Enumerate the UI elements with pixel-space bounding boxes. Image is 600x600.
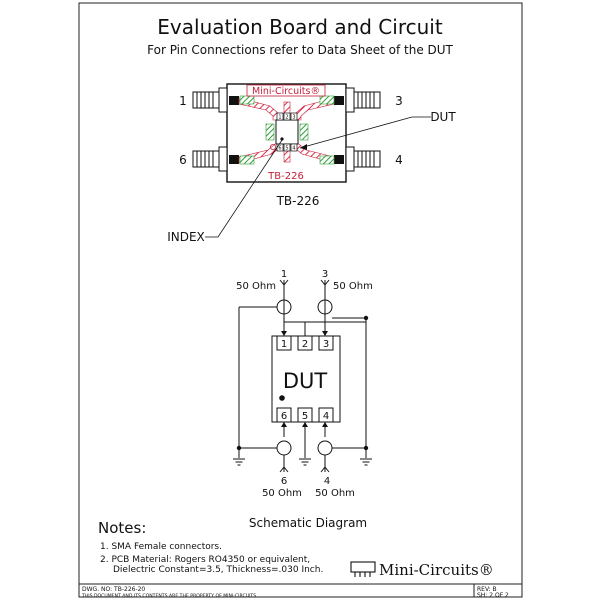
sch-index-dot: [279, 395, 285, 401]
board-pin-label: 6: [278, 146, 281, 152]
sch-pin-label: 5: [302, 411, 308, 422]
dut-leader-line: [299, 116, 431, 149]
sch-pin-label: 2: [302, 339, 308, 350]
sch-port-4-arrow: [320, 466, 330, 473]
note-item: 2. PCB Material: Rogers RO4350 or equiva…: [100, 555, 310, 565]
sch-arrow: [281, 331, 287, 336]
sch-pin-label: 1: [281, 339, 287, 350]
mount-pad: [229, 96, 239, 105]
sch-pin-label: 4: [323, 411, 329, 422]
property-notice: THIS DOCUMENT AND ITS CONTENTS ARE THE P…: [81, 593, 258, 599]
sch-pin-1: [276, 335, 292, 351]
board-port-6: 6: [179, 153, 187, 167]
sheet-border: [78, 2, 523, 598]
sma-connector-3: [345, 87, 381, 113]
sch-pin-3: [318, 335, 334, 351]
sch-port-4-label: 4: [324, 476, 330, 487]
evaluation-board: Mini-Circuits® 6 5 4 1 2 3 TB-226 1 3 6 …: [167, 83, 456, 244]
revision: REV: B: [477, 586, 497, 593]
ground-symbol: [233, 458, 245, 466]
mount-pad: [334, 155, 344, 164]
board-index-dot: [280, 137, 284, 141]
board-id-label: TB-226: [267, 171, 304, 182]
sch-pin-label: 3: [323, 339, 329, 350]
drawing-number: DWG. NO: TB-226-20: [82, 586, 145, 593]
page-title: Evaluation Board and Circuit: [157, 15, 443, 39]
sch-port-4-imp: 50 Ohm: [315, 488, 355, 499]
sch-coax-6: [276, 440, 292, 456]
board-pin-label: 2: [285, 115, 288, 121]
footer-brand-label: Mini-Circuits®: [379, 561, 494, 579]
sch-pin2-wire: [304, 321, 366, 336]
notes-heading: Notes:: [98, 519, 146, 537]
page-subtitle: For Pin Connections refer to Data Sheet …: [147, 43, 453, 57]
note-item: 1. SMA Female connectors.: [100, 542, 222, 552]
sch-dut-label: DUT: [283, 369, 328, 393]
mount-pad: [334, 96, 344, 105]
board-chip-pin: [283, 143, 291, 152]
schematic-diagram: 1 3 50 Ohm 50 Ohm: [233, 269, 373, 530]
board-chip-pin: [290, 112, 298, 121]
ground-symbol: [360, 458, 372, 466]
sch-junction: [363, 445, 369, 451]
board-port-3: 3: [395, 94, 403, 108]
notes-section: Notes: 1. SMA Female connectors. 2. PCB …: [98, 519, 323, 575]
dut-leader-arrow: [300, 144, 307, 150]
sch-junction: [363, 315, 369, 321]
sch-port-3-label: 3: [322, 269, 328, 280]
dut-callout-label: DUT: [430, 110, 456, 124]
sheet-number: SH: 2 OF 2: [477, 592, 509, 599]
sch-arrow: [302, 422, 308, 427]
board-caption: TB-226: [276, 194, 320, 208]
sch-arrow: [281, 422, 287, 427]
sch-junction: [236, 445, 242, 451]
sch-port-1-label: 1: [281, 269, 287, 280]
board-chip-pin: [276, 112, 284, 121]
sch-coax-4: [317, 440, 333, 456]
note-item: Dielectric Constant=3.5, Thickness=.030 …: [113, 565, 323, 575]
board-dut-chip: [275, 119, 299, 145]
board-port-4: 4: [395, 153, 403, 167]
ground-pads: [239, 95, 335, 165]
sma-connector-1: [192, 87, 228, 113]
board-index-mark: [269, 143, 276, 150]
footer-brand: Mini-Circuits®: [350, 561, 494, 579]
ground-symbol: [299, 458, 311, 466]
board-pin-label: 4: [292, 146, 295, 152]
sch-pin-4: [318, 407, 334, 423]
board-brand-box: [246, 84, 326, 97]
index-leader-line: [205, 139, 283, 238]
board-brand-label: Mini-Circuits®: [252, 86, 320, 97]
board-pin-label: 5: [285, 146, 288, 152]
sch-port-6-imp: 50 Ohm: [262, 488, 302, 499]
board-chip-pin: [290, 143, 298, 152]
index-callout-label: INDEX: [167, 230, 205, 244]
sma-connector-6: [192, 146, 228, 172]
board-chip-pin: [283, 112, 291, 121]
sch-pin-2: [297, 335, 313, 351]
board-pin-label: 1: [278, 115, 281, 121]
sma-connector-4: [345, 146, 381, 172]
sch-pin-label: 6: [281, 411, 287, 422]
board-pin-label: 3: [292, 115, 295, 121]
mini-circuits-logo-icon: [350, 561, 376, 577]
sch-port-6-arrow: [279, 466, 289, 473]
sch-arrow: [322, 331, 328, 336]
sch-arrow: [322, 422, 328, 427]
sch-port-1-imp: 50 Ohm: [236, 281, 276, 292]
sch-port-3-imp: 50 Ohm: [333, 281, 373, 292]
sch-port-6-label: 6: [281, 476, 287, 487]
board-port-1: 1: [179, 94, 187, 108]
mount-pad: [229, 155, 239, 164]
schematic-caption: Schematic Diagram: [249, 516, 367, 530]
